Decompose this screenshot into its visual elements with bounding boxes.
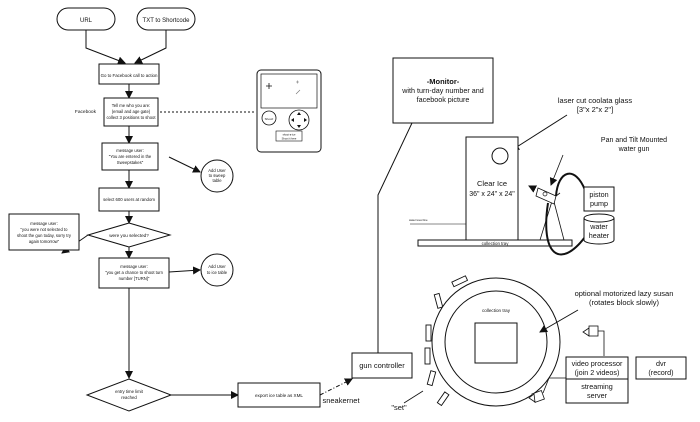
collection-tray-label: collection tray [482, 241, 510, 246]
phone-wireframe: Shoot! shoot-a-ice Shoot it here [256, 69, 322, 153]
add-user-sweep-line-3: table [212, 178, 222, 183]
lazy-susan-label-2: (rotates block slowly) [589, 298, 660, 307]
streaming-line-2: server [587, 391, 608, 400]
facebook-label: Facebook [75, 109, 97, 115]
ice-title: Clear Ice [477, 179, 507, 188]
txt-terminal [136, 7, 196, 31]
hose-top [555, 172, 586, 197]
add-user-sweep-line-1: Add User [208, 168, 226, 173]
monitor-title: -Monitor- [427, 77, 460, 86]
sneakernet-label: sneakernet [322, 396, 360, 405]
video-line-1: video processor [572, 359, 623, 368]
url-terminal [56, 7, 116, 31]
chance-line-1: message user: [120, 264, 147, 269]
set-tray-label: collection tray [482, 308, 511, 313]
water-level-label: water level line [409, 218, 428, 222]
monitor-box [392, 57, 494, 124]
ice-block [465, 136, 519, 241]
message-entered-line-3: Sweepstakes" [117, 160, 144, 165]
tell-me-line-3: collect 3 positions to shoot [106, 115, 156, 120]
dpad [288, 109, 310, 131]
gun-label-1: Pan and Tilt Mounted [601, 137, 667, 144]
set-label: "set" [391, 403, 407, 412]
not-selected-box [8, 213, 80, 251]
set-ice-block [474, 322, 518, 364]
export-label: export ice table as XML [255, 393, 303, 398]
laser-label: laser cut coolata glass [558, 96, 632, 105]
chance-line-3: number [TURN]" [119, 276, 150, 281]
not-selected-line-3: shoot the gun today, sorry try [17, 233, 72, 238]
txt-label: TXT to Shortcode [143, 18, 191, 24]
dvr-box [635, 356, 687, 380]
collection-tray [417, 239, 573, 247]
ice-dims: 36" x 24" x 24" [469, 191, 515, 198]
camera-right [582, 325, 605, 356]
chance-line-2: "you get a chance to shoot turn [105, 270, 163, 275]
not-selected-line-2: "you were not selected to [21, 227, 69, 232]
entry-time-line-1: entry time limit [115, 389, 144, 394]
entry-time-decision [85, 378, 173, 412]
select-users-label: select 600 users at random [103, 197, 155, 202]
hose-bottom [545, 202, 586, 256]
select-users-box [98, 187, 160, 212]
camera-bottom [528, 377, 566, 403]
selected-decision [86, 222, 172, 248]
water-heater [583, 213, 615, 245]
pump-line-1: piston [589, 190, 608, 199]
facebook-cta-box [98, 63, 160, 85]
message-entered-box [101, 142, 159, 171]
entry-time-line-2: reached [121, 395, 137, 400]
piston-pump [583, 186, 615, 212]
monitor-line-2: facebook picture [417, 95, 470, 104]
dvr-line-1: dvr [656, 359, 667, 368]
tell-me-line-1: Tell me who you are: [112, 103, 150, 108]
gun-controller-label: gun controller [359, 361, 405, 370]
selected-decision-label: were you selected? [109, 233, 149, 238]
add-user-sweep-node [200, 159, 234, 193]
tell-me-box [103, 97, 159, 127]
monitor-line-1: with turn-day number and [401, 86, 484, 95]
export-box [237, 382, 321, 408]
set-pointer [403, 390, 424, 404]
facebook-cta-label: Go to Facebook call to action [101, 73, 158, 78]
phone-footer-2: Shoot it here [282, 137, 297, 141]
pump-line-2: pump [590, 199, 608, 208]
message-entered-line-2: "You are entered in the [109, 154, 152, 159]
heater-line-2: heater [589, 231, 610, 240]
dvr-line-2: (record) [648, 368, 673, 377]
lazy-susan-label-1: optional motorized lazy susan [575, 289, 674, 298]
shoot-button [261, 110, 277, 126]
gun-label-2: water gun [618, 146, 650, 153]
message-entered-line-1: message user: [116, 148, 143, 153]
gun-controller-box [351, 352, 413, 379]
url-label: URL [80, 18, 93, 24]
chance-to-shoot-box [98, 257, 170, 289]
tell-me-line-2: (email and age gate) [112, 109, 151, 114]
set-ring [424, 275, 469, 407]
streaming-server-box [565, 378, 629, 404]
heater-line-1: water [589, 222, 608, 231]
phone-footer-1: shoot-a-ice [283, 133, 296, 137]
video-line-2: (join 2 videos) [575, 368, 620, 377]
water-gun [528, 154, 565, 241]
add-user-ice-line-2: to ice table [207, 270, 228, 275]
add-user-ice-line-1: Add User [208, 264, 226, 269]
not-selected-line-4: again tomorrow" [29, 239, 60, 244]
laser-dims: [3"x 2"x 2"] [577, 105, 613, 114]
not-selected-line-1: message user: [30, 221, 57, 226]
glass-cavity [491, 147, 509, 165]
add-user-ice-node [200, 253, 234, 287]
add-user-sweep-line-2: to sweep [209, 173, 226, 178]
streaming-line-1: streaming [581, 382, 613, 391]
shoot-button-label: Shoot! [265, 117, 274, 121]
